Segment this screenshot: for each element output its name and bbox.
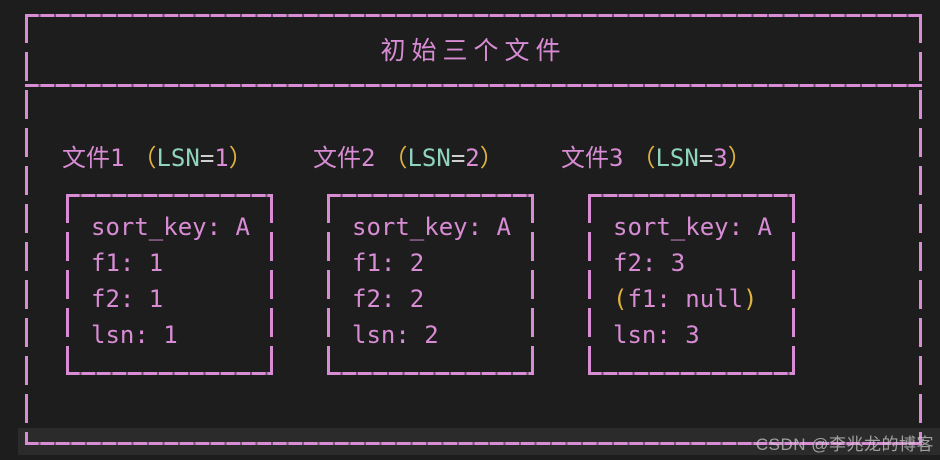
file1-label: 文件1（LSN=1） bbox=[62, 142, 253, 174]
file3-sort-key: sort_key: A bbox=[613, 213, 772, 241]
file2-f1-row: f1: 2 bbox=[352, 245, 531, 281]
file3-box-bottom-border bbox=[588, 372, 795, 375]
horizontal-scrollbar-track[interactable] bbox=[18, 428, 940, 455]
file1-name: 文件1 bbox=[62, 144, 125, 172]
file3-paren-close: ） bbox=[727, 144, 752, 172]
file3-box-left-border bbox=[588, 194, 591, 375]
file1-paren-open: （ bbox=[132, 144, 157, 172]
file1-f2: f2: 1 bbox=[91, 285, 164, 313]
file3-fields: sort_key: A f2: 3 (f1: null) lsn: 3 bbox=[591, 197, 792, 372]
file1-lsn-value: 1 bbox=[214, 144, 229, 172]
file1-sort-key-row: sort_key: A bbox=[91, 209, 270, 245]
file1-lsn-key: LSN bbox=[156, 144, 200, 172]
file2-fields: sort_key: A f1: 2 f2: 2 lsn: 2 bbox=[330, 197, 531, 372]
outer-frame-right-border bbox=[919, 14, 922, 445]
file3-lsn-key: LSN bbox=[655, 144, 699, 172]
file3-f1-null-paren-close: ) bbox=[743, 285, 758, 313]
file2-box-left-border bbox=[327, 194, 330, 375]
diagram-title-row: 初始三个文件 bbox=[25, 14, 922, 84]
file3-box-right-border bbox=[792, 194, 795, 375]
file3-paren-open: （ bbox=[631, 144, 656, 172]
file2-name: 文件2 bbox=[313, 144, 376, 172]
outer-frame-left-border bbox=[25, 14, 28, 445]
file3-sort-key-row: sort_key: A bbox=[613, 209, 792, 245]
file3-lsn: lsn: 3 bbox=[613, 321, 700, 349]
file1-equals: = bbox=[199, 144, 215, 172]
file1-box-top-border bbox=[66, 194, 273, 197]
file2-f2: f2: 2 bbox=[352, 285, 425, 313]
diagram-title: 初始三个文件 bbox=[380, 36, 567, 65]
file1-f1-row: f1: 1 bbox=[91, 245, 270, 281]
file2-label: 文件2（LSN=2） bbox=[313, 142, 504, 174]
file1-lsn: lsn: 1 bbox=[91, 321, 178, 349]
file1-f2-row: f2: 1 bbox=[91, 281, 270, 317]
file2-box-bottom-border bbox=[327, 372, 534, 375]
file3-box: sort_key: A f2: 3 (f1: null) lsn: 3 bbox=[588, 194, 795, 375]
csdn-watermark: CSDN @李兆龙的博客 bbox=[755, 435, 934, 454]
file2-sort-key: sort_key: A bbox=[352, 213, 511, 241]
file3-f2-row: f2: 3 bbox=[613, 245, 792, 281]
file3-f1-null-row: (f1: null) bbox=[613, 281, 792, 317]
file2-equals: = bbox=[450, 144, 466, 172]
file1-f1: f1: 1 bbox=[91, 249, 164, 277]
file1-box-right-border bbox=[270, 194, 273, 375]
file2-lsn-value: 2 bbox=[465, 144, 480, 172]
file3-name: 文件3 bbox=[561, 144, 624, 172]
file2-paren-open: （ bbox=[383, 144, 408, 172]
file1-box-bottom-border bbox=[66, 372, 273, 375]
file2-lsn-row: lsn: 2 bbox=[352, 317, 531, 353]
file1-fields: sort_key: A f1: 1 f2: 1 lsn: 1 bbox=[69, 197, 270, 372]
file2-box-top-border bbox=[327, 194, 534, 197]
file1-box: sort_key: A f1: 1 f2: 1 lsn: 1 bbox=[66, 194, 273, 375]
file2-box-right-border bbox=[531, 194, 534, 375]
title-divider-line bbox=[25, 84, 922, 87]
file3-f2: f2: 3 bbox=[613, 249, 686, 277]
outer-frame: 初始三个文件 文件1（LSN=1） sort_key: A f1: 1 f2: … bbox=[25, 14, 922, 445]
file1-paren-close: ） bbox=[228, 144, 253, 172]
file1-sort-key: sort_key: A bbox=[91, 213, 250, 241]
file3-box-top-border bbox=[588, 194, 795, 197]
file2-f2-row: f2: 2 bbox=[352, 281, 531, 317]
file3-f1-null: f1: null bbox=[627, 285, 744, 313]
file3-label: 文件3（LSN=3） bbox=[561, 142, 752, 174]
file2-paren-close: ） bbox=[479, 144, 504, 172]
file3-lsn-row: lsn: 3 bbox=[613, 317, 792, 353]
file2-lsn: lsn: 2 bbox=[352, 321, 439, 349]
file2-box: sort_key: A f1: 2 f2: 2 lsn: 2 bbox=[327, 194, 534, 375]
file3-f1-null-paren-open: ( bbox=[613, 285, 628, 313]
file2-sort-key-row: sort_key: A bbox=[352, 209, 531, 245]
file1-lsn-row: lsn: 1 bbox=[91, 317, 270, 353]
file1-box-left-border bbox=[66, 194, 69, 375]
outer-frame-top-border bbox=[25, 14, 922, 17]
file3-equals: = bbox=[698, 144, 714, 172]
file2-f1: f1: 2 bbox=[352, 249, 425, 277]
file3-lsn-value: 3 bbox=[713, 144, 728, 172]
file2-lsn-key: LSN bbox=[407, 144, 451, 172]
outer-frame-bottom-border bbox=[25, 442, 922, 445]
